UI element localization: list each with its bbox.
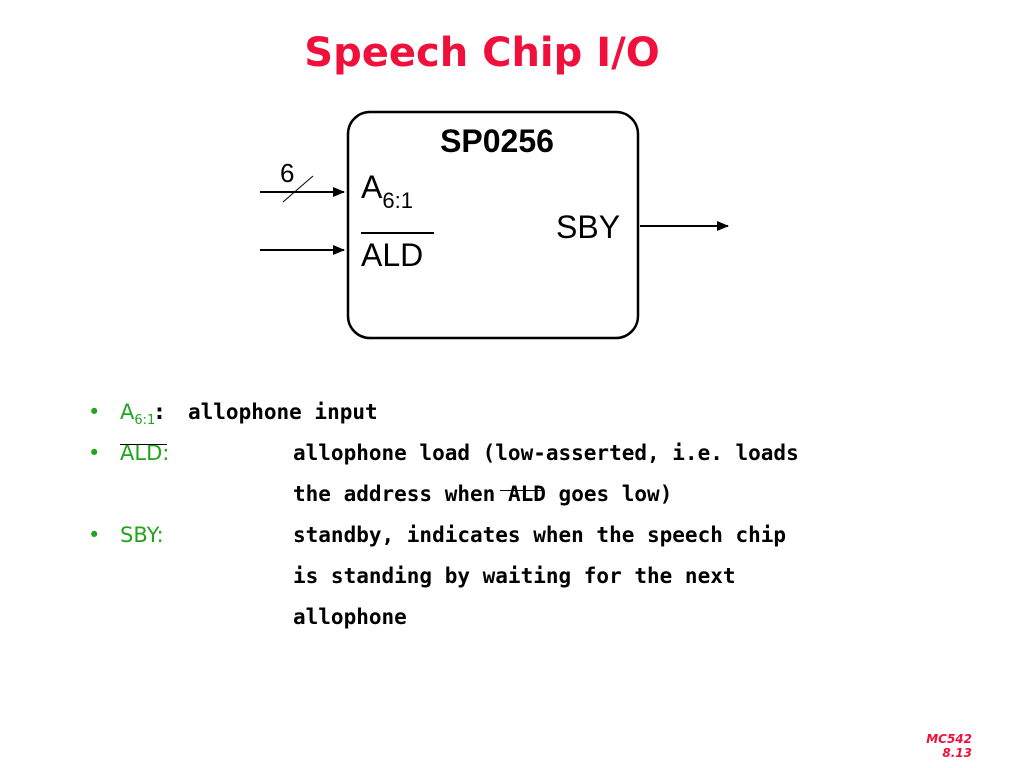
chip-name: SP0256 bbox=[440, 123, 554, 159]
svg-text:A6:1: A6:1 bbox=[361, 169, 413, 213]
slide-footer: MC542 8.13 bbox=[926, 732, 972, 760]
bullet-sby: • SBY: standby, indicates when the speec… bbox=[88, 515, 948, 556]
bullet-desc: allophone bbox=[293, 605, 407, 629]
bullet-term: ALD: bbox=[120, 441, 170, 465]
bullet-dot: • bbox=[88, 523, 101, 547]
output-sby-label: SBY bbox=[556, 209, 620, 245]
bus-width-label: 6 bbox=[280, 158, 294, 188]
input-a-subscript: 6:1 bbox=[382, 188, 413, 213]
input-a-label: A bbox=[361, 169, 383, 205]
bullet-dot: • bbox=[88, 400, 101, 424]
course-code: MC542 bbox=[926, 732, 972, 746]
bullet-sby-cont: is standing by waiting for the next bbox=[88, 556, 948, 597]
bullet-a: • A6:1: allophone input bbox=[88, 392, 948, 433]
bullet-sby-cont: allophone bbox=[88, 597, 948, 638]
input-ald-label: ALD bbox=[361, 237, 423, 273]
bullet-term: SBY: bbox=[120, 523, 164, 547]
chip-box bbox=[346, 110, 640, 340]
bullet-ald: • ALD: allophone load (low-asserted, i.e… bbox=[88, 433, 948, 474]
bullet-desc: allophone input bbox=[188, 400, 378, 424]
bullet-list: • A6:1: allophone input • ALD: allophone… bbox=[88, 392, 948, 638]
bullet-desc: the address when ALD goes low) bbox=[293, 482, 673, 506]
bullet-term: A6:1: bbox=[120, 400, 164, 429]
slide-number: 8.13 bbox=[942, 746, 972, 760]
bus-slash bbox=[282, 175, 314, 203]
bullet-desc: is standing by waiting for the next bbox=[293, 564, 736, 588]
bullet-ald-cont: the address when ALD goes low) bbox=[88, 474, 948, 515]
bullet-desc: allophone load (low-asserted, i.e. loads bbox=[293, 441, 799, 465]
bullet-dot: • bbox=[88, 441, 101, 465]
slide-title: Speech Chip I/O bbox=[304, 30, 660, 76]
bullet-desc: standby, indicates when the speech chip bbox=[293, 523, 787, 547]
